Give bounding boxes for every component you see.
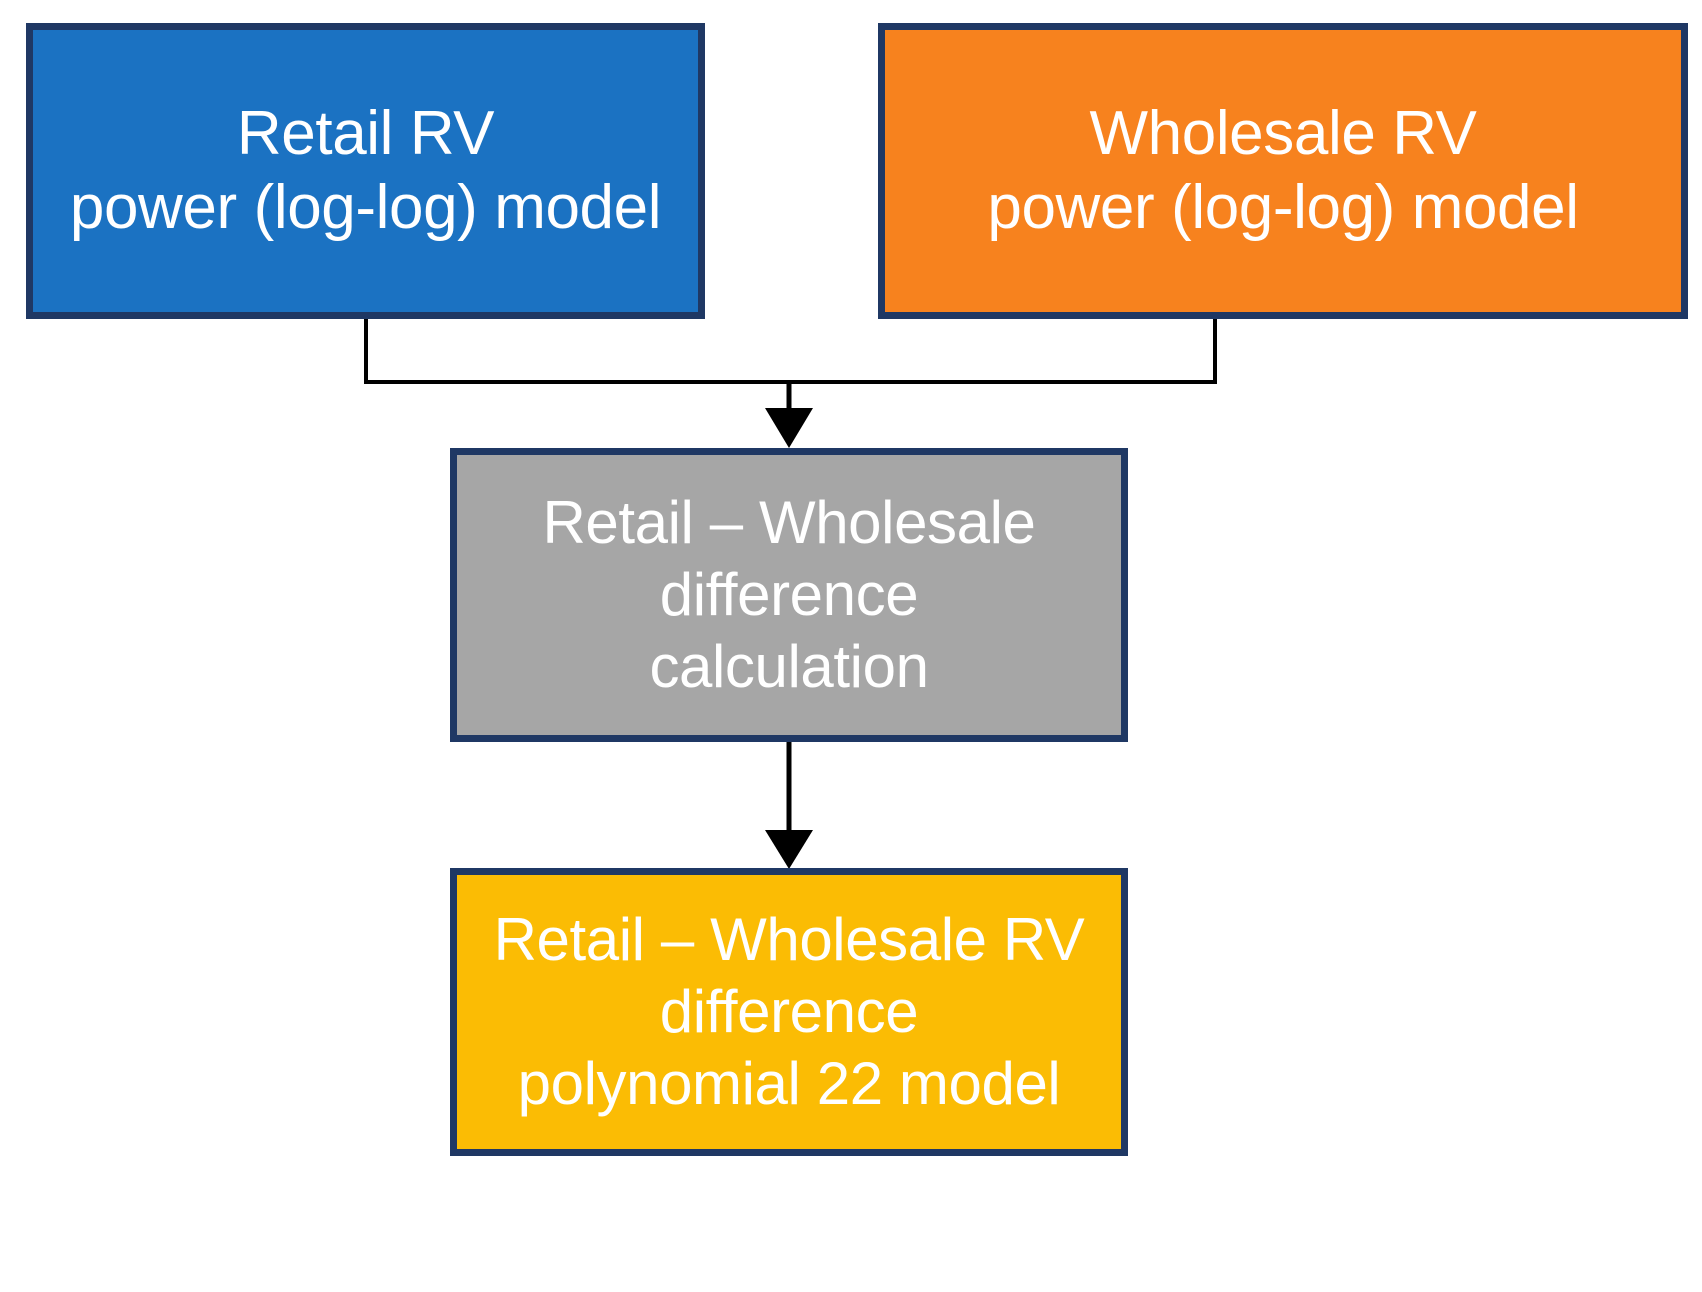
node-difference-label-line-1: Retail – Wholesale xyxy=(542,489,1036,556)
connector-retail-to-difference xyxy=(364,319,789,384)
node-wholesale-rv-power-model[interactable]: Wholesale RV power (log-log) model xyxy=(878,23,1688,319)
node-difference-label-line-2: difference xyxy=(659,561,919,628)
node-polynomial-label-line-3: polynomial 22 model xyxy=(517,1050,1061,1117)
node-wholesale-label-line-1: Wholesale RV xyxy=(1089,98,1477,168)
connector-wholesale-to-difference xyxy=(789,319,1217,384)
node-difference-label-line-3: calculation xyxy=(649,633,929,700)
node-retail-label-line-1: Retail RV xyxy=(236,98,495,168)
node-polynomial-label-line-2: difference xyxy=(659,978,919,1045)
node-retail-label-line-2: power (log-log) model xyxy=(69,173,662,242)
node-retail-rv-power-model[interactable]: Retail RV power (log-log) model xyxy=(26,23,705,319)
node-polynomial-label-line-1: Retail – Wholesale RV xyxy=(493,906,1085,973)
arrowhead-into-polynomial xyxy=(765,830,813,869)
node-retail-wholesale-rv-difference-polynomial-model[interactable]: Retail – Wholesale RV difference polynom… xyxy=(450,868,1128,1156)
arrowhead-into-difference xyxy=(765,408,813,448)
node-wholesale-label-line-2: power (log-log) model xyxy=(987,173,1579,242)
node-retail-wholesale-difference-calculation[interactable]: Retail – Wholesale difference calculatio… xyxy=(450,448,1128,742)
